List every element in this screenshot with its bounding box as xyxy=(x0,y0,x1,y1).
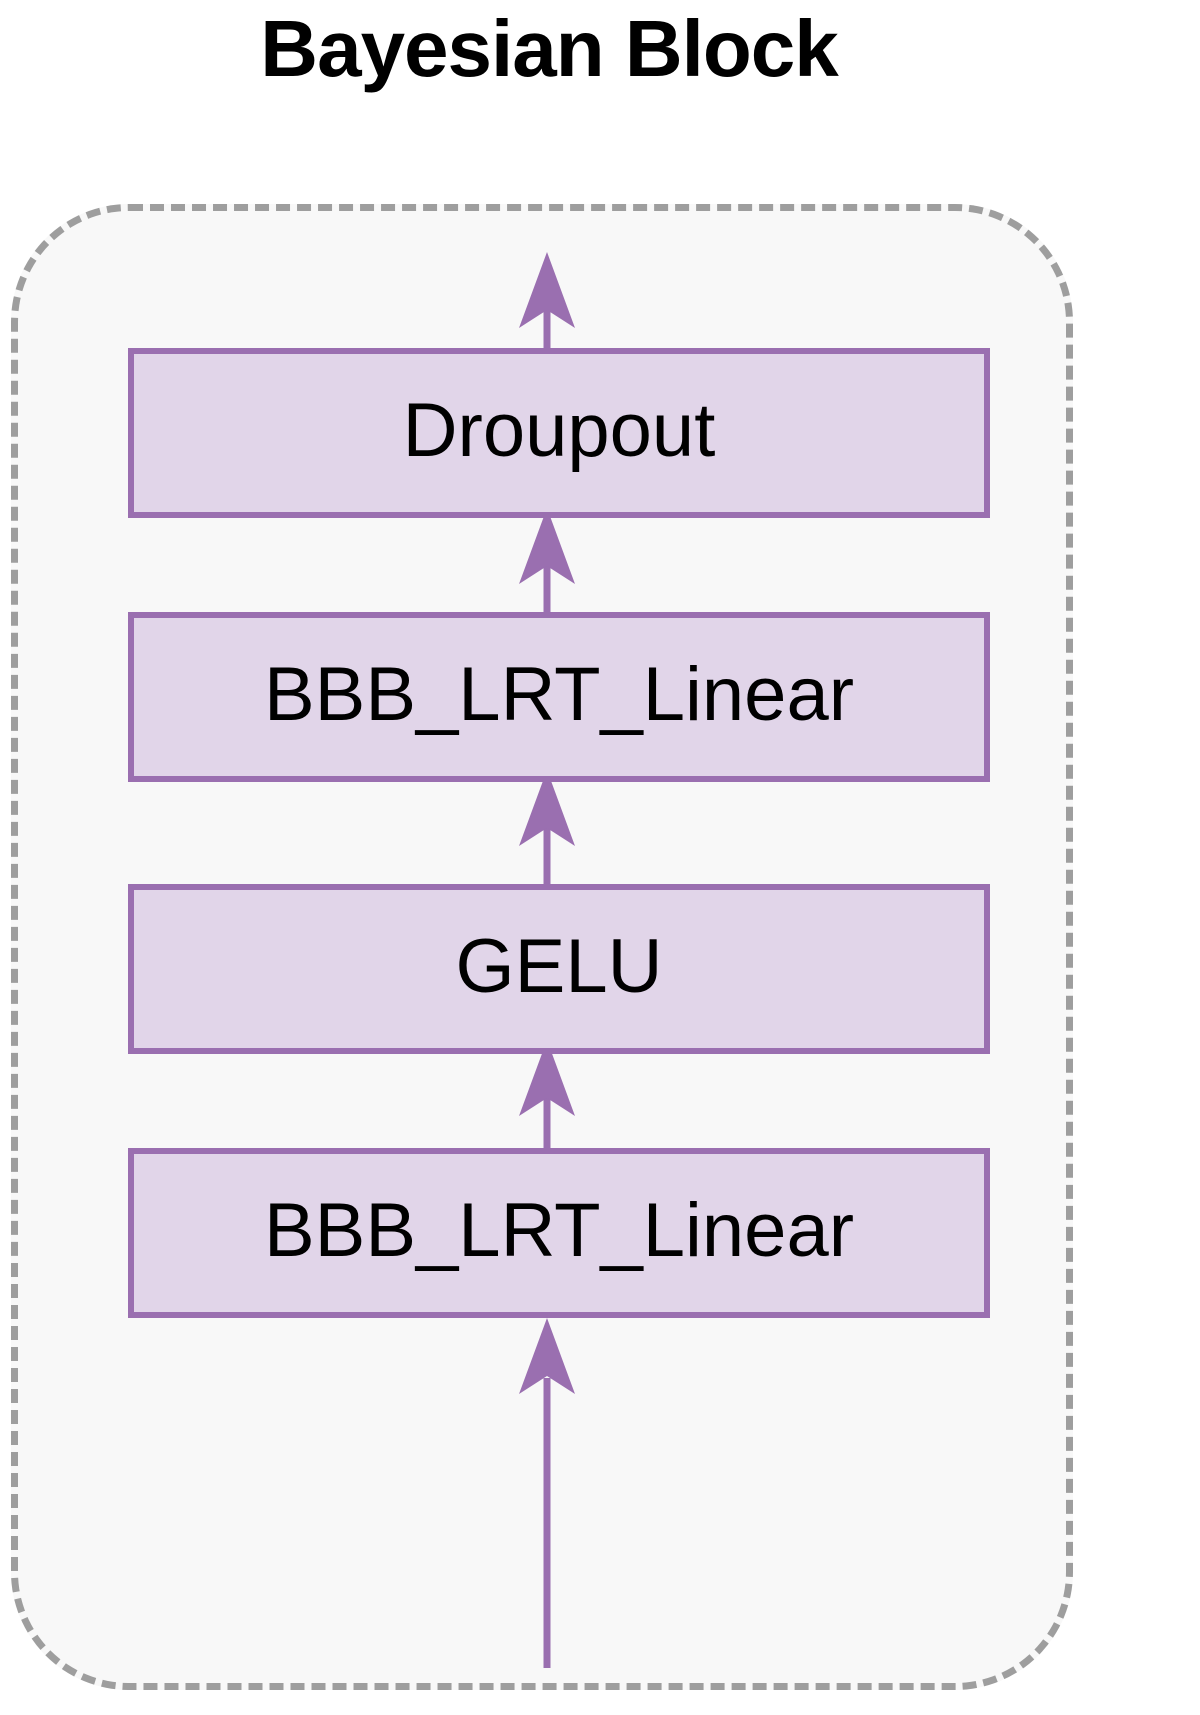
layer-box-bbb-lrt-linear-bottom[interactable]: BBB_LRT_Linear xyxy=(128,1148,990,1318)
page-title: Bayesian Block xyxy=(260,4,838,93)
arrow-input-to-bbb-lrt-linear-bottom xyxy=(497,1318,597,1668)
arrow-droupout-to-output xyxy=(497,252,597,350)
layer-box-droupout[interactable]: Droupout xyxy=(128,348,990,518)
layer-label: BBB_LRT_Linear xyxy=(263,1188,855,1273)
layer-label: GELU xyxy=(455,924,663,1009)
layer-label: BBB_LRT_Linear xyxy=(263,652,855,737)
layer-box-bbb-lrt-linear-top[interactable]: BBB_LRT_Linear xyxy=(128,612,990,782)
arrow-bbb-lrt-linear-bottom-to-gelu xyxy=(497,1040,597,1150)
layer-label: Droupout xyxy=(402,388,716,473)
arrow-gelu-to-bbb-lrt-linear-top xyxy=(497,770,597,886)
layer-box-gelu[interactable]: GELU xyxy=(128,884,990,1054)
arrow-bbb-lrt-linear-top-to-droupout xyxy=(497,508,597,614)
